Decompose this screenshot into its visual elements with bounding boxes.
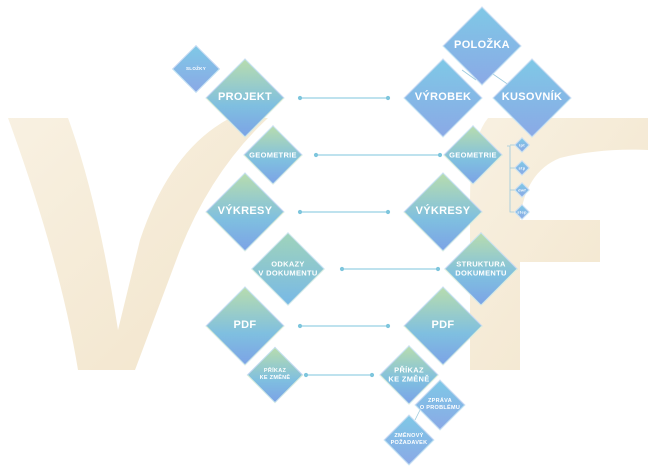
node-pdf-right-label: PDF bbox=[431, 319, 455, 332]
node-prikaz-right-label: PŘÍKAZ KE ZMĚNĚ bbox=[388, 365, 430, 384]
node-slozky-label: SLOŽKY bbox=[185, 66, 207, 72]
node-ipt-label: ipt bbox=[519, 142, 525, 148]
logo-letter-f bbox=[470, 118, 648, 370]
node-odkazy-label: ODKAZY V DOKUMENTU bbox=[258, 259, 318, 278]
node-zprava-label: ZPRÁVA O PROBLÉMU bbox=[419, 398, 461, 411]
node-stp-label: stp bbox=[518, 165, 526, 171]
node-prikaz-left-label: PŘÍKAZ KE ZMĚNĚ bbox=[259, 368, 291, 381]
node-dwf-label: dwf bbox=[518, 187, 526, 193]
node-pdf-left-label: PDF bbox=[233, 319, 257, 332]
node-geometrie-right-label: GEOMETRIE bbox=[449, 150, 497, 160]
node-step-label: step bbox=[517, 209, 527, 215]
node-projekt-label: PROJEKT bbox=[217, 91, 273, 104]
node-geometrie-left-label: GEOMETRIE bbox=[249, 150, 297, 160]
node-kusovnik-label: KUSOVNÍK bbox=[501, 91, 563, 104]
node-zmenovy-label: ZMĚNOVÝ POŽADAVEK bbox=[390, 433, 428, 446]
node-struktura-label: STRUKTURA DOKUMENTU bbox=[455, 259, 507, 278]
node-vyrobek-label: VÝROBEK bbox=[414, 91, 472, 104]
node-vykresy-right-label: VÝKRESY bbox=[415, 205, 471, 218]
node-polozka-label: POLOŽKA bbox=[454, 39, 510, 52]
logo-letter-v bbox=[8, 118, 268, 370]
node-vykresy-left-label: VÝKRESY bbox=[217, 205, 273, 218]
